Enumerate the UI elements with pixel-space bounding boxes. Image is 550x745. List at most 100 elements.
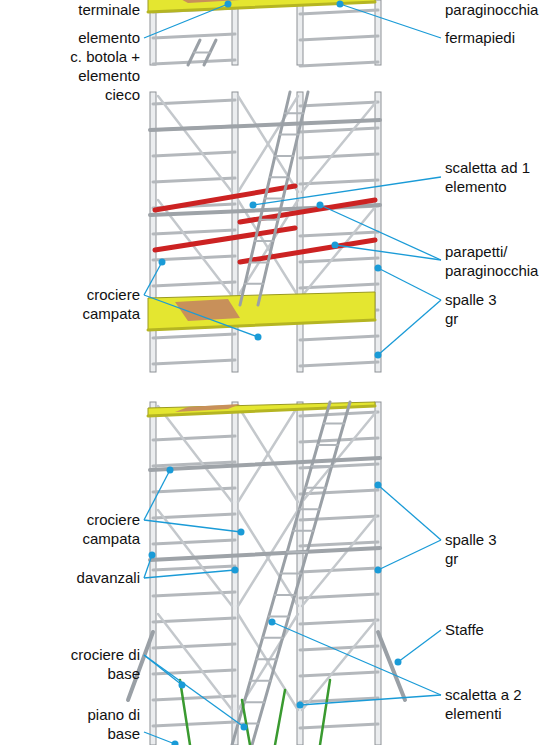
leader-dot <box>149 552 156 559</box>
leader-dot <box>375 482 382 489</box>
leader-line <box>398 630 441 662</box>
leader-line <box>144 470 170 520</box>
part-label: parapetti/ paraginocchia <box>445 242 545 280</box>
ladder-rung <box>257 658 277 660</box>
frame-rung <box>300 568 378 572</box>
leader-dot <box>241 724 248 731</box>
leader-line <box>320 205 441 260</box>
frame-rung <box>153 566 235 570</box>
part-label: spalle 3 gr <box>445 530 497 568</box>
leader-dot <box>167 467 174 474</box>
leader-line <box>144 295 258 337</box>
part-label: davanzali <box>50 568 140 587</box>
ladder-rung <box>194 52 210 54</box>
leader-dot <box>238 529 245 536</box>
diagonal-brace <box>158 614 232 710</box>
part-label: spalle 3 gr <box>445 290 497 328</box>
leader-dot <box>375 265 382 272</box>
leader-dot <box>395 659 402 666</box>
deck-platform <box>148 0 375 12</box>
ladder-rung <box>287 551 307 553</box>
frame-rung <box>153 60 235 64</box>
ledger <box>150 548 380 560</box>
frame-rung <box>153 722 235 726</box>
ladder-rung <box>280 134 298 136</box>
frame-rung <box>300 620 378 624</box>
diagonal-brace <box>238 510 298 606</box>
diagonal-brace <box>158 96 232 192</box>
ladder-rung <box>275 594 295 596</box>
ladder-rung <box>260 219 278 221</box>
frame-rung <box>300 516 378 520</box>
leader-dot <box>172 741 179 745</box>
part-label: crociere campata <box>66 285 140 323</box>
guardrail <box>155 186 295 210</box>
ladder-rung <box>269 615 289 617</box>
frame-rung <box>153 360 235 364</box>
deck-platform <box>148 402 375 416</box>
ladder-rung <box>275 155 293 157</box>
trapdoor <box>175 404 240 412</box>
outrigger <box>378 632 405 700</box>
ladder-rung <box>293 530 313 532</box>
frame-rung <box>153 34 235 38</box>
frame-rung <box>153 540 235 544</box>
leader-line <box>144 4 228 38</box>
ladder-rail <box>252 402 350 745</box>
ladder-rung <box>299 508 319 510</box>
frame-rung <box>153 230 235 234</box>
leader-line <box>335 245 441 260</box>
frame-rung <box>153 334 235 338</box>
frame-rung <box>153 618 235 622</box>
frame-rung <box>153 514 235 518</box>
ladder-rung <box>312 465 332 467</box>
leader-dot <box>375 567 382 574</box>
ladder-rung <box>324 422 344 424</box>
ladder-rung <box>263 637 283 639</box>
frame-rung <box>300 542 378 546</box>
ladder-rung <box>281 573 301 575</box>
frame-rung <box>300 724 378 728</box>
upright-tube <box>232 92 238 372</box>
leader-dot <box>250 202 257 209</box>
base-brace <box>242 700 250 745</box>
diagonal-brace <box>302 620 376 710</box>
leader-line <box>378 485 441 540</box>
upright-tube <box>232 402 238 745</box>
part-label: Staffe <box>445 620 525 639</box>
part-label: crociere campata <box>66 510 140 548</box>
leader-line <box>144 655 244 727</box>
leader-line <box>144 555 152 578</box>
leader-line <box>378 268 441 300</box>
diagonal-brace <box>238 510 298 606</box>
ladder-rung <box>318 444 338 446</box>
ladder-rung <box>285 112 303 114</box>
toe-board <box>148 320 375 330</box>
leader-line <box>144 262 162 295</box>
leader-line <box>378 300 441 355</box>
scaffold-section <box>150 402 381 745</box>
upright-tube <box>150 402 156 745</box>
frame-rung <box>153 644 235 648</box>
leader-line <box>144 520 241 532</box>
part-label: scaletta ad 1 elemento <box>445 158 545 196</box>
base-brace <box>180 680 190 745</box>
frame-rung <box>153 256 235 260</box>
frame-rung <box>300 36 378 40</box>
frame-rung <box>300 62 378 66</box>
upright-tube <box>297 0 303 65</box>
leader-line <box>272 622 441 695</box>
toe-board <box>148 406 375 416</box>
deck-platform <box>148 292 375 330</box>
leader-dot <box>159 259 166 266</box>
scaffold-section <box>150 92 381 372</box>
part-label: elemento c. botola + elemento cieco <box>66 28 140 104</box>
diagonal-brace <box>238 406 298 502</box>
frame-rung <box>300 102 378 106</box>
base-brace <box>275 690 285 745</box>
leader-dot <box>337 1 344 8</box>
part-label: scaletta a 2 elementi <box>445 685 545 723</box>
frame-rung <box>300 336 378 340</box>
ladder-rail <box>232 402 330 745</box>
leader-line <box>144 732 175 744</box>
